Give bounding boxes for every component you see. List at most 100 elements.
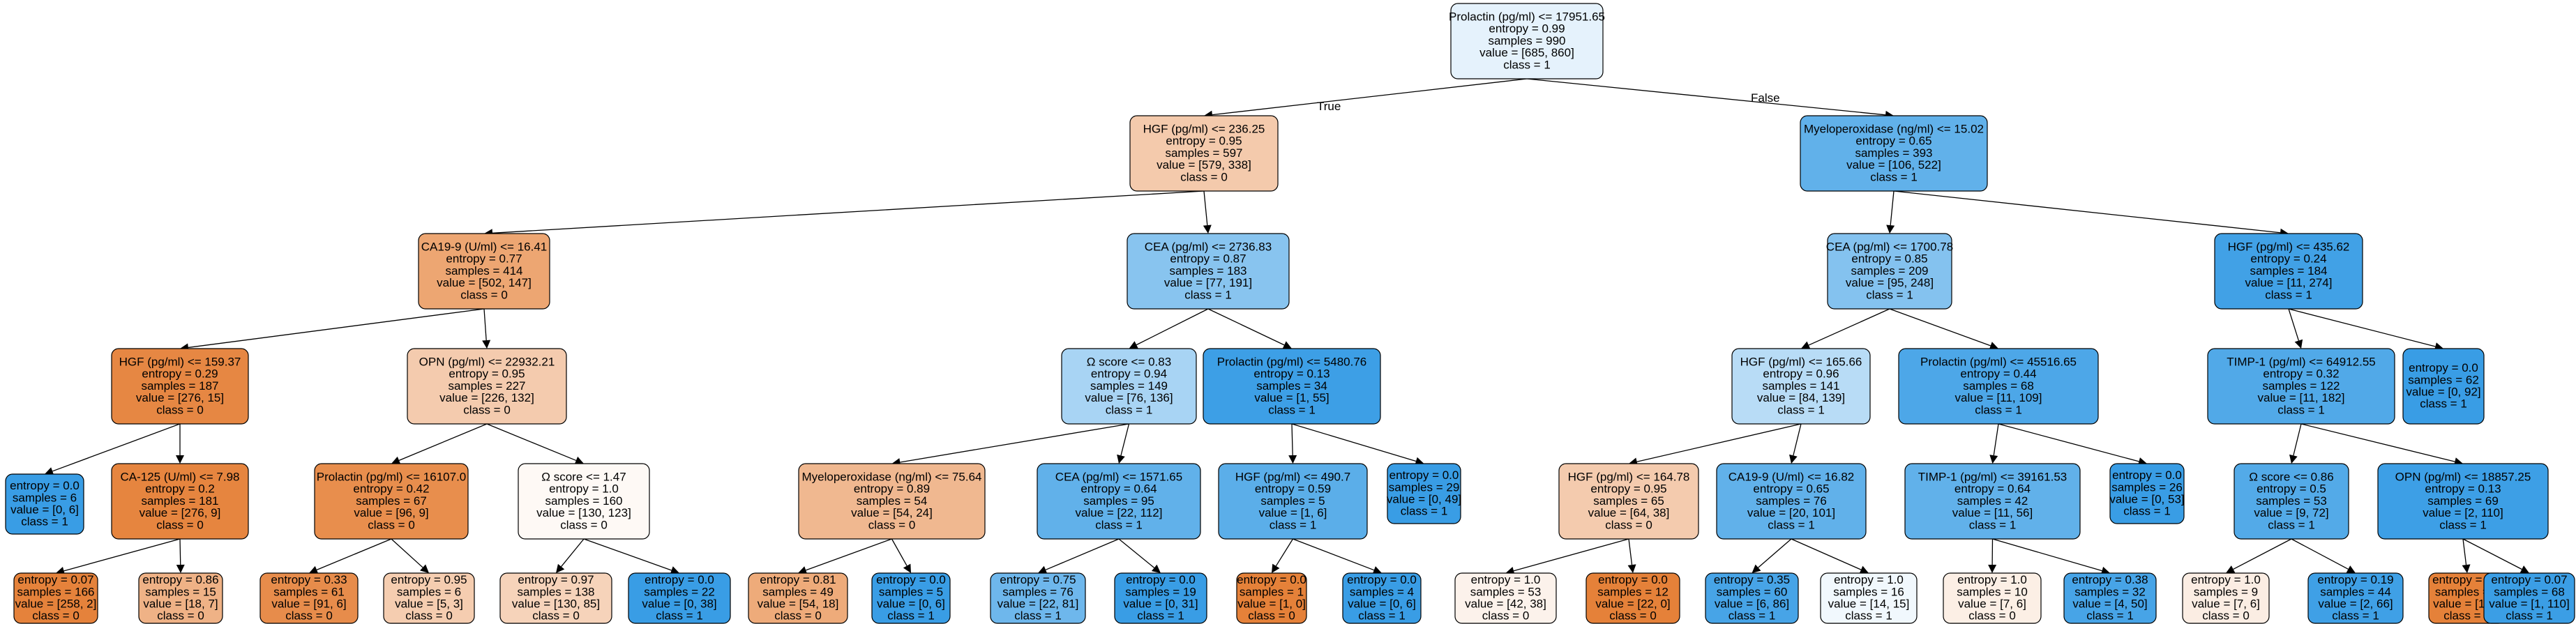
node-text-line: value = [54, 18]: [758, 598, 839, 611]
tree-edge: [1791, 538, 1862, 570]
node-box: [798, 463, 986, 540]
edge-arrowhead: [798, 566, 808, 574]
node-text-line: value = [0, 38]: [642, 598, 716, 611]
edge-arrowhead: [1272, 563, 1280, 573]
node-text-line: value = [76, 136]: [1085, 391, 1173, 404]
node-text-line: entropy = 0.99: [1489, 22, 1565, 36]
node-box: [1898, 348, 2099, 425]
tree-edge: [2300, 423, 2455, 462]
node-text-line: Ω score <= 0.86: [2249, 471, 2333, 484]
node-box: [2307, 572, 2404, 624]
node-text-line: samples = 53: [1470, 585, 1542, 598]
node-text-line: value = [106, 522]: [1846, 158, 1941, 172]
node-text-line: value = [1, 6]: [1259, 506, 1327, 519]
node-text-line: value = [1, 110]: [2489, 598, 2569, 611]
node-text-line: entropy = 0.86: [142, 573, 218, 586]
node-text-line: class = 1: [2123, 505, 2171, 518]
node-box: [2207, 348, 2395, 425]
node-text-line: class = 1: [1870, 170, 1918, 183]
node-text-line: samples = 4: [1350, 585, 1414, 598]
node-text-line: HGF (pg/ml) <= 236.25: [1143, 123, 1265, 136]
node-box: [111, 348, 249, 425]
node-text-line: CA-125 (U/ml) <= 7.98: [120, 471, 239, 484]
node-text-line: entropy = 0.33: [271, 573, 347, 586]
node-box: [1129, 115, 1279, 192]
node-text-line: class = 1: [2332, 609, 2379, 623]
node-text-line: value = [11, 182]: [2258, 391, 2345, 404]
node-text-line: entropy = 0.0: [1126, 573, 1196, 586]
node-text-line: class = 1: [1358, 609, 1406, 623]
node-text-line: samples = 60: [1717, 585, 1788, 598]
tree-edge: [63, 538, 181, 572]
node-box: [1127, 233, 1290, 310]
edge-arrowhead: [45, 467, 54, 475]
node-text-line: entropy = 0.95: [1590, 482, 1666, 496]
node-box: [2063, 572, 2157, 624]
node-text-line: class = 1: [1184, 288, 1232, 301]
edge-arrowhead: [420, 564, 429, 573]
tree-edge: [1992, 538, 2102, 572]
node-text-line: class = 1: [21, 515, 68, 528]
node-text-line: class = 0: [2443, 609, 2491, 623]
node-text-line: class = 1: [1845, 609, 1892, 623]
tree-edge: [1291, 423, 1293, 456]
node-text-line: class = 1: [2420, 397, 2467, 411]
node-text-line: entropy = 0.13: [2425, 482, 2501, 496]
tree-edge: [1293, 538, 1375, 571]
node-text-line: entropy = 1.0: [1834, 573, 1904, 586]
tree-edge: [391, 538, 423, 568]
tree-node-n2: Myeloperoxidase (ng/ml) <= 15.02entropy …: [1800, 115, 1988, 192]
node-box: [518, 463, 650, 540]
node-text-line: class = 0: [156, 403, 204, 416]
node-box: [259, 572, 359, 624]
tree-edge: [2293, 423, 2302, 456]
node-text-line: entropy = 0.65: [1753, 482, 1829, 496]
node-box: [383, 572, 475, 624]
node-text-line: class = 0: [1248, 609, 1295, 623]
node-text-line: samples = 414: [445, 264, 522, 277]
node-text-line: samples = 54: [857, 494, 928, 508]
node-text-line: entropy = 0.85: [1851, 252, 1927, 266]
node-box: [2483, 572, 2575, 624]
tree-edge: [2291, 538, 2349, 570]
node-text-line: samples = 160: [545, 494, 622, 508]
node-text-line: samples = 187: [141, 379, 218, 393]
node-text-line: value = [4, 50]: [2072, 598, 2147, 611]
node-text-line: class = 1: [887, 609, 935, 623]
node-text-line: value = [11, 56]: [1952, 506, 2033, 519]
edge-arrowhead: [1989, 455, 1998, 464]
tree-edge: [2233, 538, 2292, 570]
tree-edge: [1513, 538, 1629, 572]
tree-edge: [52, 423, 181, 472]
edge-arrowhead: [176, 455, 184, 464]
node-text-line: value = [2, 110]: [2423, 506, 2503, 519]
node-text-line: entropy = 0.0: [2112, 469, 2182, 482]
node-text-line: class = 0: [1968, 609, 2016, 623]
node-text-line: entropy = 0.64: [1954, 482, 2031, 496]
node-text-line: CA19-9 (U/ml) <= 16.41: [421, 241, 547, 254]
node-text-line: value = [1, 0]: [1237, 598, 1306, 611]
node-text-line: entropy = 0.0: [876, 573, 946, 586]
edge-arrowhead: [2226, 565, 2236, 573]
node-text-line: entropy = 0.29: [142, 367, 218, 381]
edge-arrowhead: [1886, 225, 1895, 234]
node-text-line: samples = 95: [1083, 494, 1154, 508]
tree-edge: [1893, 190, 2281, 234]
